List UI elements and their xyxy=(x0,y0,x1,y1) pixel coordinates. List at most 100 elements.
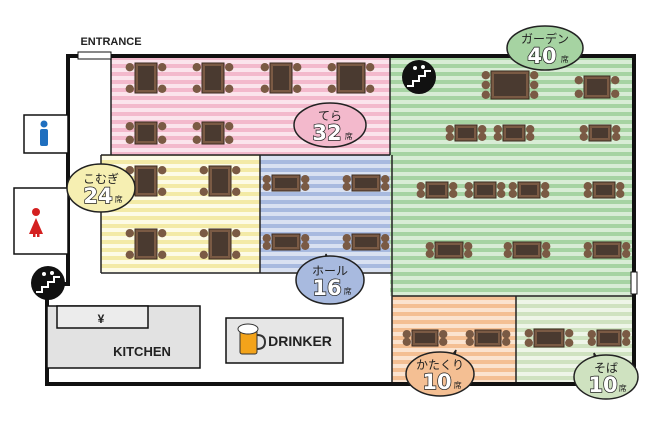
badge-fill xyxy=(68,165,134,211)
table-set xyxy=(587,329,631,347)
table-set xyxy=(493,124,535,142)
chair xyxy=(478,125,487,134)
chair xyxy=(526,132,535,141)
chair xyxy=(497,182,506,191)
badge-fill xyxy=(575,356,637,398)
chair xyxy=(158,122,167,131)
badge-fill xyxy=(508,27,582,69)
table-set xyxy=(481,70,539,100)
chair xyxy=(125,84,134,94)
chair xyxy=(445,125,454,134)
section-name: こむぎ xyxy=(83,172,119,186)
chair xyxy=(465,330,474,339)
section-seat-count: 10 xyxy=(422,370,451,394)
chair xyxy=(508,189,517,198)
chair xyxy=(464,182,473,191)
chair xyxy=(464,242,473,251)
table-set xyxy=(342,174,390,192)
table-top xyxy=(340,66,362,90)
table-top xyxy=(212,232,228,256)
chair xyxy=(262,182,271,191)
entrance-label: ENTRANCE xyxy=(80,36,141,48)
chair xyxy=(530,90,539,100)
chair xyxy=(225,135,234,144)
chair xyxy=(301,241,310,250)
table-top xyxy=(596,185,612,195)
chair xyxy=(199,187,208,196)
chair xyxy=(611,89,620,99)
section-name: ガーデン xyxy=(521,31,569,46)
chair xyxy=(342,241,351,250)
chair xyxy=(616,189,625,198)
section-name: てら xyxy=(318,109,342,123)
chair xyxy=(583,182,592,191)
section-seat-count: 24 xyxy=(83,184,112,208)
chair xyxy=(449,189,458,198)
chair xyxy=(574,89,583,99)
chair xyxy=(158,84,167,94)
chair xyxy=(503,249,512,258)
chair xyxy=(612,125,621,134)
section-seat-count: 40 xyxy=(527,44,556,68)
chair xyxy=(260,62,269,72)
chair xyxy=(381,241,390,250)
chair xyxy=(402,330,411,339)
section-seat-unit: 席 xyxy=(344,286,352,296)
chair xyxy=(445,132,454,141)
table-set xyxy=(260,62,302,94)
section-seat-unit: 席 xyxy=(115,194,123,204)
male-restroom-icon xyxy=(40,120,48,146)
entrance-door xyxy=(77,51,112,60)
chair xyxy=(526,125,535,134)
table-top xyxy=(438,245,460,255)
table-set xyxy=(402,329,448,347)
chair xyxy=(587,330,596,339)
chair xyxy=(199,229,208,238)
badge-fill xyxy=(295,104,365,146)
chair xyxy=(158,62,167,72)
chair xyxy=(416,189,425,198)
chair xyxy=(327,84,336,94)
chair xyxy=(192,135,201,144)
chair xyxy=(542,242,551,251)
table-top xyxy=(138,232,154,256)
beer-mug-icon xyxy=(237,323,267,355)
table-top xyxy=(205,66,221,90)
chair xyxy=(478,132,487,141)
chair xyxy=(502,337,511,346)
table-top xyxy=(205,125,221,141)
chair xyxy=(565,329,574,338)
chair xyxy=(232,229,241,238)
table-set xyxy=(342,233,390,251)
section-name: そば xyxy=(594,361,618,375)
section-seat-count: 16 xyxy=(312,276,341,300)
table-set xyxy=(199,165,241,197)
female-restroom-icon xyxy=(29,208,43,237)
chair xyxy=(497,189,506,198)
chair xyxy=(439,337,448,346)
chair xyxy=(541,182,550,191)
table-top xyxy=(537,332,561,344)
table-top xyxy=(429,185,445,195)
table-set xyxy=(579,124,621,142)
table-set xyxy=(327,62,375,94)
table-top xyxy=(415,333,435,343)
section-seat-unit: 席 xyxy=(561,54,569,64)
table-top xyxy=(477,185,493,195)
chair xyxy=(293,84,302,94)
chair xyxy=(262,175,271,184)
yen-label: ¥ xyxy=(98,312,105,326)
table-set xyxy=(192,121,234,145)
stairs-icon xyxy=(31,266,65,300)
chair xyxy=(493,125,502,134)
section-name: かたくり xyxy=(416,358,464,372)
chair xyxy=(465,337,474,346)
table-set xyxy=(503,241,551,259)
table-top xyxy=(138,125,154,141)
table-top xyxy=(478,333,498,343)
section-seat-unit: 席 xyxy=(345,131,353,141)
